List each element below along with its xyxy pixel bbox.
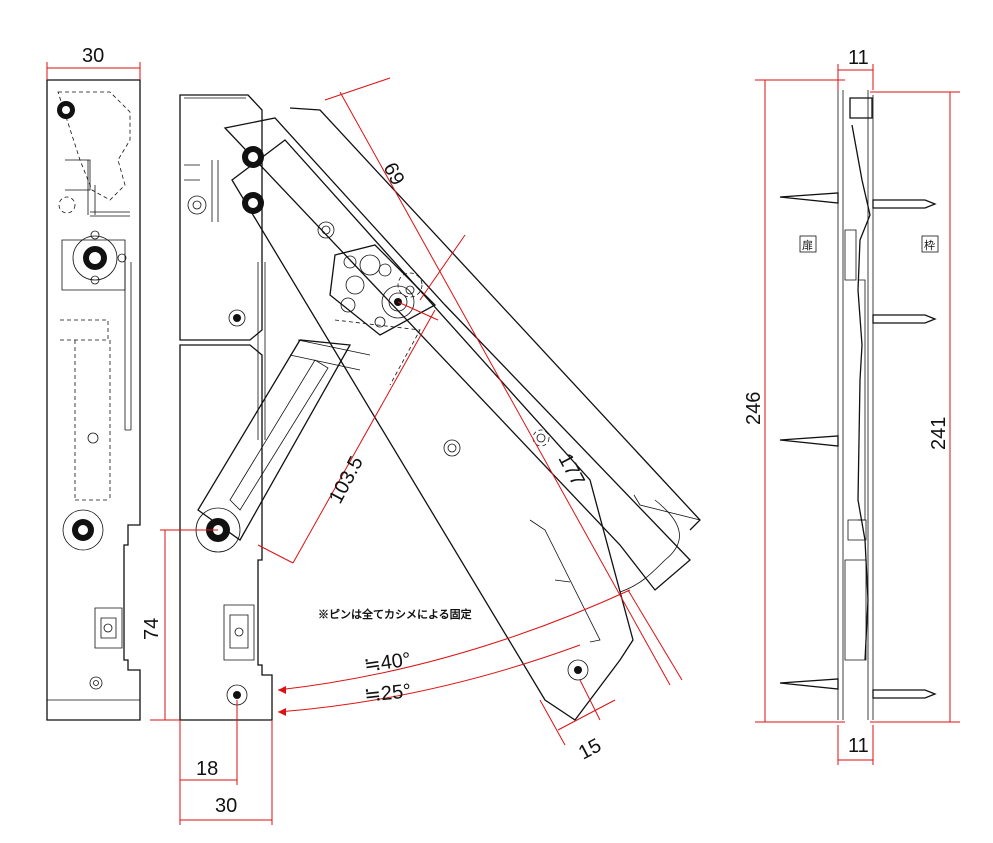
pivot-holes: [242, 146, 550, 457]
link-length-label: 103.5: [325, 453, 368, 508]
side-labels: 扉 枠: [799, 235, 939, 253]
side-bottom-label: 11: [848, 735, 869, 757]
front-width-label: 30: [82, 45, 104, 67]
mechanism-base-plate: [179, 94, 273, 721]
screws: [779, 192, 937, 699]
arm-span-label: 177: [554, 450, 589, 490]
side-view: [837, 90, 874, 720]
dimension-lines: [150, 77, 683, 825]
angle-25-label: ≒25°: [363, 680, 412, 707]
front-view-plate: [46, 79, 141, 721]
overall-241-label: 241: [928, 417, 950, 450]
arm-length-label: 69: [379, 159, 409, 189]
side-top-label: 11: [848, 47, 869, 69]
door-arm-outer: [223, 107, 701, 593]
overall-246-label: 246: [743, 392, 765, 425]
base-18-label: 18: [196, 758, 218, 780]
base-30-label: 30: [215, 795, 237, 817]
angle-40-label: ≒40°: [363, 649, 413, 677]
frame-label: 枠: [924, 238, 935, 252]
door-arm-inner: [231, 139, 634, 721]
pin-note: ※ピンは全てカシメによる固定: [318, 607, 472, 621]
height-74-label: 74: [141, 618, 163, 640]
hub-assembly: [329, 244, 437, 386]
side-dimension-lines: [755, 64, 960, 765]
side-dimension-labels: 11 11 246 241: [743, 47, 950, 757]
hole-offset-label: 15: [575, 735, 605, 765]
door-label: 扉: [802, 239, 813, 252]
link-arm: [195, 339, 371, 553]
front-width-dimension: 30: [46, 45, 141, 80]
